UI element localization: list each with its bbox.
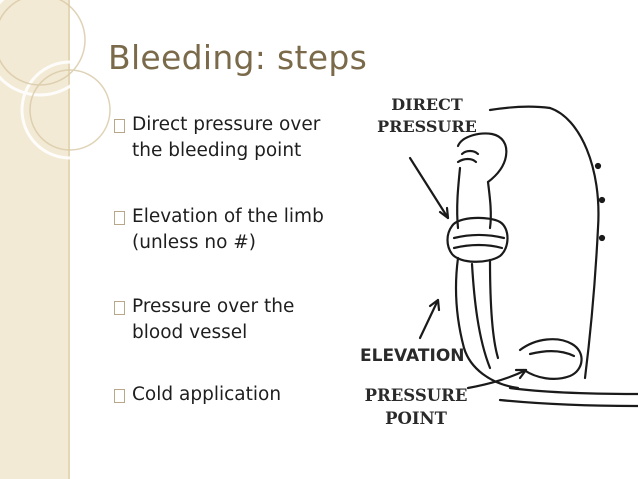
arrow-head [438, 206, 450, 220]
forearm-right-edge [486, 180, 492, 230]
bullet-item: Direct pressure over the bleeding point [114, 112, 354, 164]
label-direct-pressure: DIRECT PRESSURE [372, 94, 482, 138]
elevation-arrow [418, 298, 440, 340]
slide-title: Bleeding: steps [108, 38, 368, 77]
deco-circle-1 [0, 0, 97, 97]
arm-inner-line [470, 262, 492, 370]
label-pressure-line2: POINT [385, 409, 447, 428]
label-pressure-point: PRESSURE POINT [360, 384, 472, 430]
deco-circle-3 [0, 0, 86, 86]
pressing-hand [518, 338, 583, 380]
finger-line [456, 157, 478, 164]
first-aid-arm-illustration [408, 105, 638, 408]
label-elevation: ELEVATION [360, 346, 465, 366]
shoulder-outline [488, 105, 552, 112]
pressure-point-arrow [466, 368, 528, 390]
shirt-button [598, 234, 606, 242]
upper-arm-right [488, 258, 500, 360]
bullet-line-1: Cold application [132, 384, 282, 405]
lower-arm-bottom [498, 398, 638, 408]
deco-circle-4 [29, 69, 111, 151]
gripping-hand [446, 216, 509, 263]
arrow-head [428, 298, 441, 312]
lower-arm-top [508, 386, 638, 396]
forearm-left-edge [456, 166, 462, 230]
label-pressure-line1: PRESSURE [364, 386, 468, 405]
arrow-head [514, 368, 528, 380]
label-direct-line2: PRESSURE [377, 117, 477, 136]
label-direct-line1: DIRECT [391, 95, 463, 114]
bullet-line-2: the bleeding point [132, 140, 302, 161]
bullet-box-icon [114, 389, 125, 403]
press-finger [528, 350, 576, 358]
upper-arm-left [454, 256, 520, 390]
bullet-line-1: Direct pressure over [132, 114, 321, 135]
raised-fist [456, 132, 508, 184]
grip-finger [452, 243, 504, 250]
bullet-line-2: blood vessel [132, 322, 248, 343]
bullet-box-icon [114, 301, 125, 315]
bullet-item: Cold application [114, 382, 354, 408]
torso-outline [548, 106, 600, 380]
decorative-circles [0, 0, 120, 160]
bullet-item: Pressure over the blood vessel [114, 294, 354, 346]
bullet-box-icon [114, 119, 125, 133]
shirt-button [598, 196, 606, 204]
bullet-box-icon [114, 211, 125, 225]
deco-circle-2 [20, 60, 120, 160]
bullet-line-1: Elevation of the limb [132, 206, 324, 227]
shirt-button [594, 162, 602, 170]
direct-pressure-arrow [408, 156, 450, 220]
bullet-line-2: (unless no #) [132, 232, 256, 253]
bullet-line-1: Pressure over the [132, 296, 295, 317]
grip-finger [452, 233, 506, 240]
finger-line [460, 149, 480, 156]
band-edge-line [68, 0, 70, 479]
bullet-item: Elevation of the limb (unless no #) [114, 204, 354, 256]
